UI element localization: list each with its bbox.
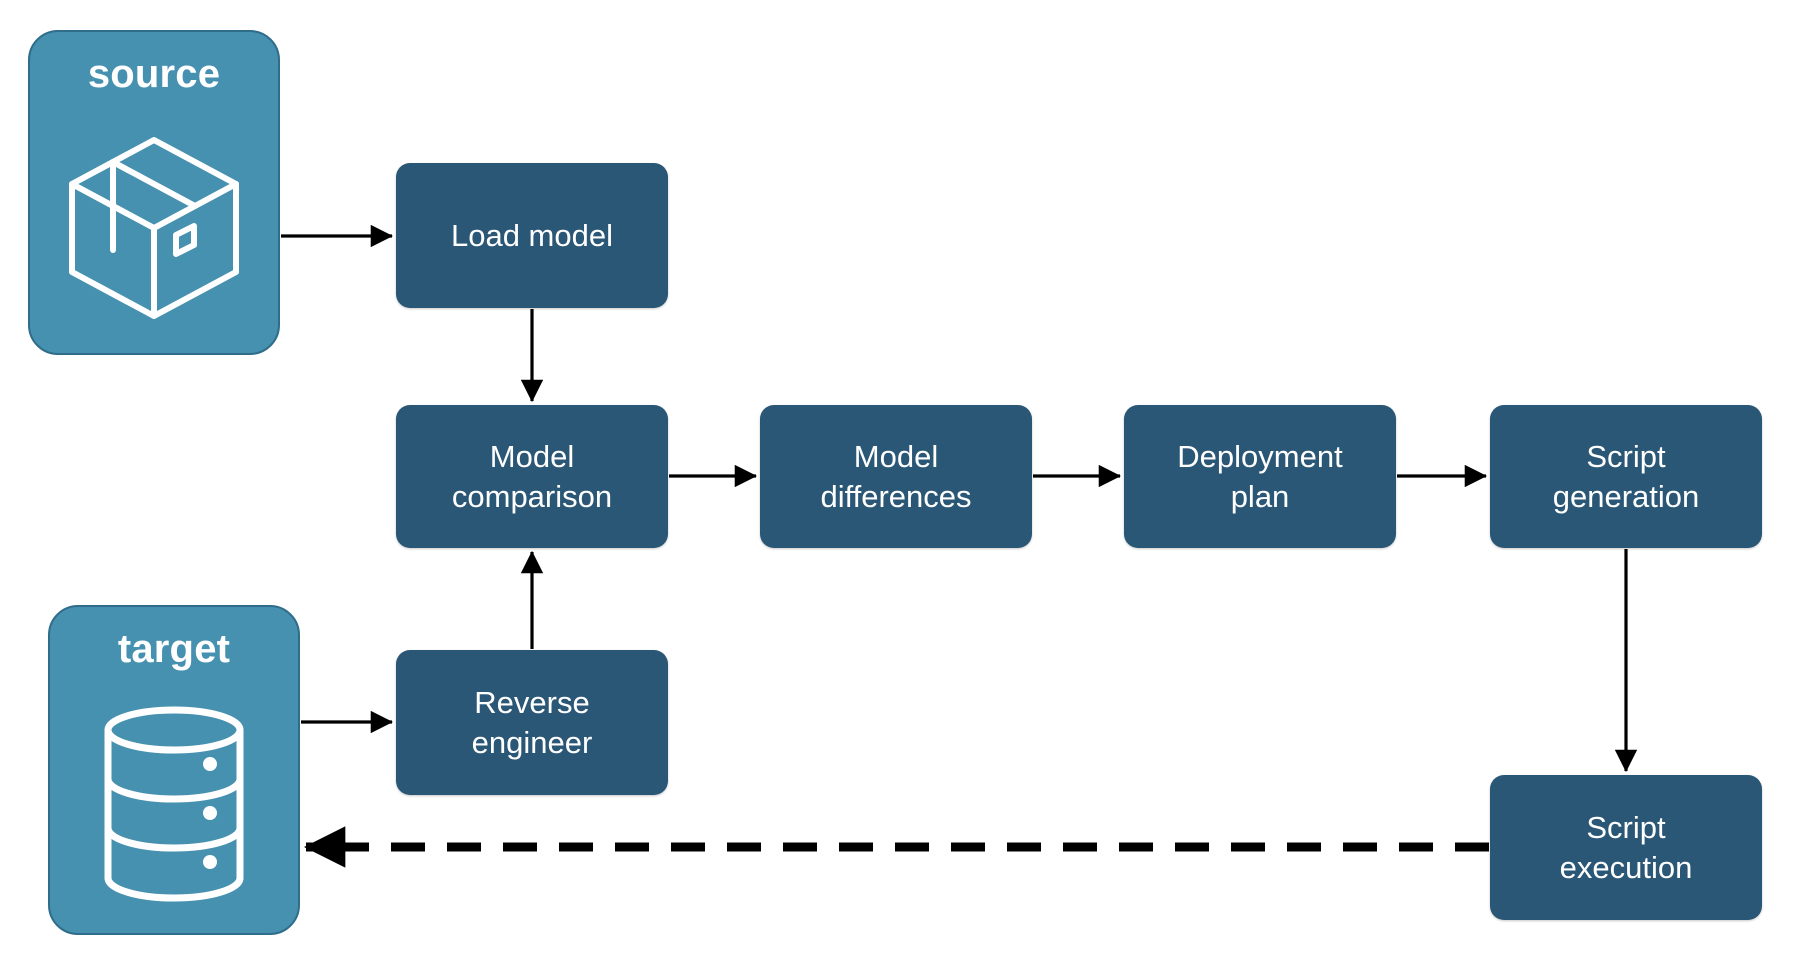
process-node-load-model[interactable]: Load model: [396, 163, 668, 308]
process-node-label: Load model: [450, 217, 613, 253]
process-node-label: Model comparison: [451, 439, 613, 514]
process-node-script-generation[interactable]: Script generation: [1490, 405, 1762, 548]
process-node-model-comparison[interactable]: Model comparison: [396, 405, 668, 548]
process-node-label: Reverse engineer: [471, 685, 593, 760]
process-node-label: Deployment plan: [1177, 439, 1343, 514]
process-node-model-differences[interactable]: Model differences: [760, 405, 1032, 548]
process-node-label: Model differences: [820, 439, 972, 514]
endpoint-card-target[interactable]: target: [48, 605, 300, 935]
endpoint-label-source: source: [87, 52, 221, 96]
package-box-icon: [30, 100, 278, 353]
process-node-label: Script execution: [1559, 810, 1693, 885]
process-node-reverse-engineer[interactable]: Reverse engineer: [396, 650, 668, 795]
process-node-script-execution[interactable]: Script execution: [1490, 775, 1762, 920]
process-node-label: Script generation: [1552, 439, 1700, 514]
endpoint-card-source[interactable]: source: [28, 30, 280, 355]
database-cylinder-icon: [50, 675, 298, 933]
endpoint-label-target: target: [117, 627, 231, 671]
process-node-deployment-plan[interactable]: Deployment plan: [1124, 405, 1396, 548]
